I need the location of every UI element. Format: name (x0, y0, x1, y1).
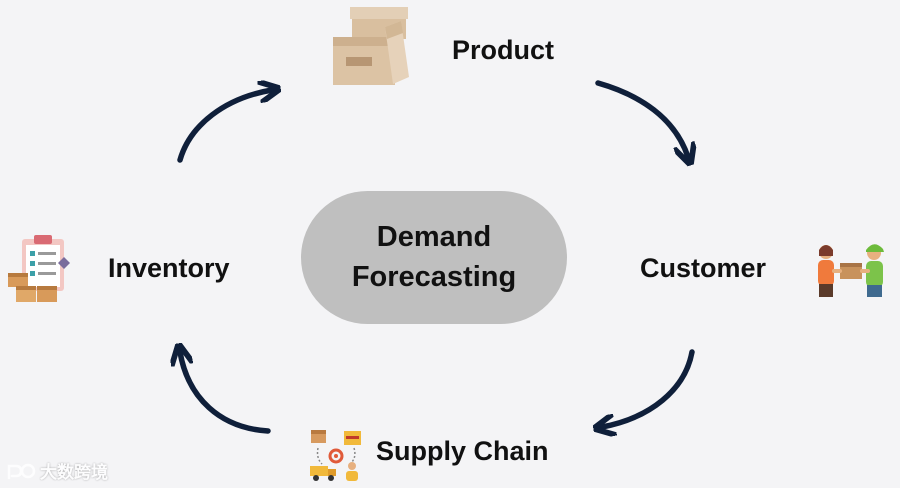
node-label-inventory: Inventory (108, 253, 230, 283)
clipboard-boxes-icon (8, 235, 70, 302)
watermark-text: 大数跨境 (40, 463, 108, 482)
watermark-logo: 大数跨境 (6, 458, 108, 483)
arrow-customer-to-supply-chain (602, 349, 695, 427)
supply-chain-cycle-icon (310, 430, 361, 481)
center-topic-line-1: Demand (376, 221, 492, 254)
node-label-product: Product (452, 35, 555, 65)
arrow-supply-chain-to-inventory (180, 352, 271, 434)
arrow-inventory-to-product (177, 90, 272, 163)
arrow-product-to-customer (595, 80, 688, 157)
node-label-customer: Customer (640, 253, 767, 283)
center-topic-line-2: Forecasting (351, 260, 517, 293)
cardboard-boxes-icon (333, 7, 409, 85)
package-handoff-people-icon (818, 244, 884, 297)
node-label-supply-chain: Supply Chain (376, 436, 549, 466)
center-topic-pill: Demand Forecasting (301, 191, 567, 324)
watermark-mark-icon (7, 463, 36, 479)
